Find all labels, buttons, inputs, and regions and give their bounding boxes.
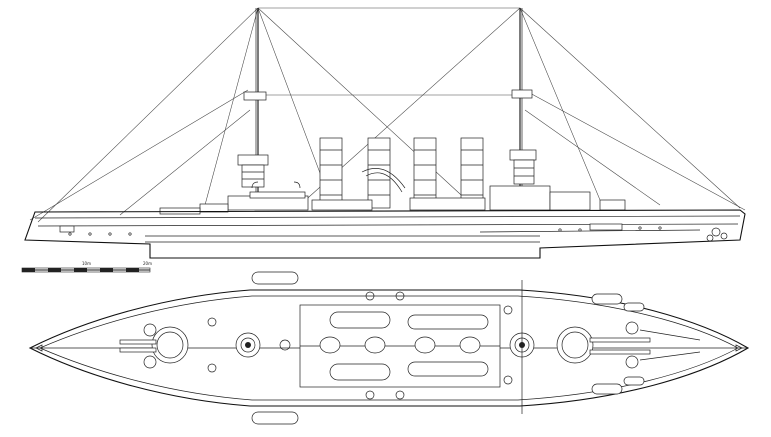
stern-anchor-emblem [706,227,728,242]
top-plan-view [28,271,750,425]
funnel-1 [319,137,343,209]
hull-profile [24,209,746,259]
funnel-3 [413,137,437,209]
scale-bar: 10m 20m [21,261,152,273]
deck-fittings [35,291,743,400]
side-profile-view [24,7,746,259]
scale-label-10m: 10m [82,261,91,266]
mainmast [509,8,537,205]
superstructure [159,181,626,215]
portholes [68,226,662,236]
side-boats [251,271,645,425]
funnel-4 [460,137,484,209]
rigging-lines [29,7,746,223]
foremast-plan [235,332,261,358]
mainmast-plan [509,280,535,414]
forward-turret [119,323,189,369]
boat-davit-1 [251,181,301,189]
crane-arm [361,168,406,193]
scale-label-20m: 20m [143,261,152,266]
funnels-plan [319,336,481,354]
aft-turret [556,321,701,369]
funnels [319,137,484,209]
foremast [237,8,269,205]
